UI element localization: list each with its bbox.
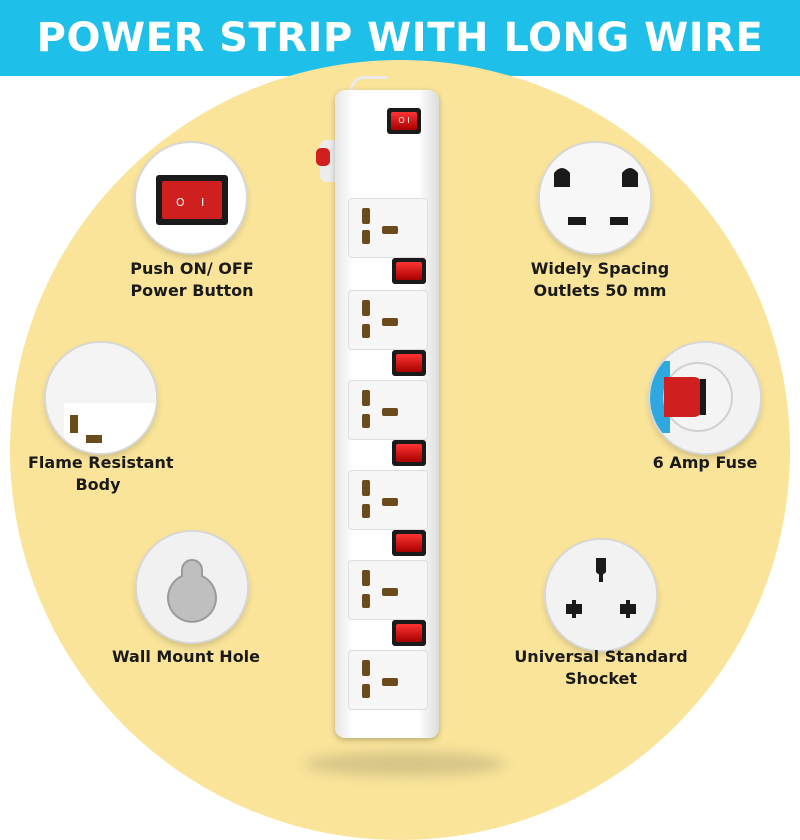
title-banner: POWER STRIP WITH LONG WIRE bbox=[0, 0, 800, 76]
universal-socket-feature-icon bbox=[546, 540, 656, 650]
svg-text:O: O bbox=[176, 196, 185, 209]
svg-text:I: I bbox=[201, 196, 204, 209]
power-cable bbox=[350, 76, 387, 103]
flame-resistant-feature-icon bbox=[46, 343, 156, 453]
master-switch[interactable]: O I bbox=[387, 108, 421, 134]
flame-resistant-label: Flame Resistant Body bbox=[28, 453, 174, 494]
outlet-socket bbox=[348, 198, 428, 258]
outlet-socket bbox=[348, 380, 428, 440]
universal-socket-label: Universal Standard Shocket bbox=[514, 647, 688, 688]
outlet-socket bbox=[348, 650, 428, 710]
outlet-switch[interactable] bbox=[392, 440, 426, 466]
outlet-socket bbox=[348, 470, 428, 530]
page-title: POWER STRIP WITH LONG WIRE bbox=[36, 15, 764, 61]
push-button-label: Push ON/ OFF Power Button bbox=[130, 259, 254, 300]
fuse-label: 6 Amp Fuse bbox=[652, 453, 758, 472]
wall-mount-label: Wall Mount Hole bbox=[111, 647, 261, 666]
outlet-switch[interactable] bbox=[392, 620, 426, 646]
widely-spacing-label: Widely Spacing Outlets 50 mm bbox=[530, 259, 670, 300]
fuse-feature-icon bbox=[650, 343, 760, 453]
push-button-feature-icon: O I bbox=[136, 143, 246, 253]
outlet-socket bbox=[348, 560, 428, 620]
outlet-switch[interactable] bbox=[392, 350, 426, 376]
outlet-switch[interactable] bbox=[392, 258, 426, 284]
fuse-cap-icon bbox=[316, 148, 330, 166]
outlet-switch[interactable] bbox=[392, 530, 426, 556]
wall-mount-feature-icon bbox=[137, 532, 247, 642]
widely-spacing-feature-icon bbox=[540, 143, 650, 253]
strip-shadow bbox=[305, 752, 505, 776]
outlet-socket bbox=[348, 290, 428, 350]
